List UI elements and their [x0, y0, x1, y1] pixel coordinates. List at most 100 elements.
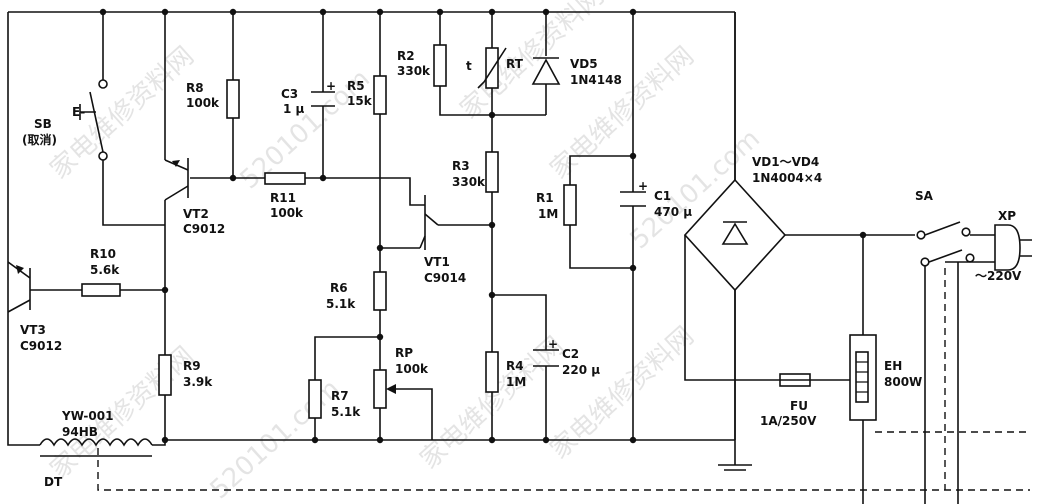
sb-ref: SB: [34, 117, 52, 131]
sa-blade-1: [924, 221, 961, 236]
r9-ref: R9: [183, 359, 201, 373]
junction: [376, 244, 384, 252]
c2-capacitor: + C2 220 μ: [533, 337, 600, 377]
r8-resistor: R8 100k: [186, 79, 240, 119]
vd5-value: 1N4148: [570, 73, 622, 87]
r10-resistor: R10 5.6k: [81, 247, 165, 297]
r1-top-wire: [569, 155, 633, 185]
watermark-8: 520101.com: [205, 374, 346, 504]
rt-ref: RT: [506, 57, 524, 71]
r9-value: 3.9k: [183, 375, 213, 389]
sa-contact-3: [920, 257, 930, 267]
vt2-value: C9012: [183, 222, 225, 236]
junction: [488, 436, 496, 444]
xp-body: [994, 224, 1021, 271]
junction: [161, 8, 169, 16]
c3-ref: C3: [281, 87, 298, 101]
junction: [311, 436, 319, 444]
vt1-value: C9014: [424, 271, 466, 285]
vt2-collector: [164, 185, 189, 201]
r2-resistor: R2 330k: [397, 44, 447, 87]
c2-top-wire: [492, 294, 547, 350]
sa-contact-1: [916, 230, 926, 240]
r8-value: 100k: [186, 96, 220, 110]
r4-body: [485, 351, 499, 393]
junction: [629, 152, 637, 160]
eh-element: [855, 351, 869, 403]
sb-mark: E-: [72, 105, 85, 119]
dt-value: YW-001: [61, 409, 113, 423]
vt3-arrow: [16, 265, 24, 274]
bridge-left-wire: [684, 235, 780, 381]
vd5-ref: VD5: [570, 57, 598, 71]
dt-coil: [39, 438, 153, 447]
r6-value: 5.1k: [326, 297, 356, 311]
c3-value: 1 μ: [283, 102, 305, 116]
r2-ref: R2: [397, 49, 415, 63]
r7-body: [308, 379, 322, 419]
junction: [859, 231, 867, 239]
junction: [542, 436, 550, 444]
sb-contact-bottom: [98, 151, 108, 161]
r2-value: 330k: [397, 64, 431, 78]
r10-value: 5.6k: [90, 263, 120, 277]
sa-contact-2: [961, 227, 971, 237]
dt-value2: 94HB: [62, 425, 98, 439]
junction: [319, 8, 327, 16]
c2-polarity: +: [548, 337, 558, 351]
r6-resistor: R6 5.1k: [326, 271, 387, 311]
r10-ref: R10: [90, 247, 116, 261]
rp-wiper-wire: [392, 388, 433, 440]
junction: [376, 333, 384, 341]
fu-value: 1A/250V: [760, 414, 817, 428]
dt-relay: YW-001 94HB DT: [39, 409, 166, 489]
r4-value: 1M: [506, 375, 526, 389]
sb-contact-top: [98, 79, 108, 89]
junction: [376, 8, 384, 16]
r4-ref: R4: [506, 359, 524, 373]
r11-to-vt1-wire: [305, 177, 425, 206]
r10-body: [81, 283, 121, 297]
c2-value: 220 μ: [562, 363, 600, 377]
sb-note: (取消): [22, 132, 57, 147]
rp-body: [373, 369, 387, 409]
r4-resistor: R4 1M: [485, 351, 526, 393]
sa-contact-4: [965, 253, 975, 263]
rt-slash: [477, 47, 507, 89]
r1-value: 1M: [538, 207, 558, 221]
xp-value: ～220V: [975, 269, 1022, 283]
r5-resistor: R5 15k: [347, 75, 387, 115]
junction: [436, 8, 444, 16]
r3-resistor: R3 330k: [452, 151, 499, 193]
r3-value: 330k: [452, 175, 486, 189]
junction: [488, 8, 496, 16]
r11-ref: R11: [270, 191, 296, 205]
sb-actuator: [79, 104, 96, 120]
eh-heater: EH 800W: [849, 334, 922, 421]
junction: [229, 8, 237, 16]
r6-body: [373, 271, 387, 311]
c1-ref: C1: [654, 189, 671, 203]
junction: [629, 8, 637, 16]
vt1-collector: [424, 213, 439, 226]
r5-body: [373, 75, 387, 115]
vt2-ref: VT2: [183, 207, 209, 221]
vt2-arrow: [172, 160, 180, 167]
eh-coils: [856, 361, 868, 393]
r3-body: [485, 151, 499, 193]
r3-ref: R3: [452, 159, 470, 173]
watermark-3: 家电维修资料网: [545, 41, 700, 185]
eh-value: 800W: [884, 375, 922, 389]
junction: [376, 436, 384, 444]
r2-bottom-wire: [439, 86, 546, 116]
r5-value: 15k: [347, 94, 373, 108]
ground-symbol: [718, 464, 752, 471]
sa-ref: SA: [915, 189, 934, 203]
junction: [229, 174, 237, 182]
dt-right-lead: [152, 440, 166, 446]
r1-resistor: R1 1M: [536, 184, 577, 226]
r5-ref: R5: [347, 79, 365, 93]
vt2-transistor: VT2 C9012: [164, 158, 225, 236]
rp-potentiometer: RP 100k: [373, 346, 429, 409]
